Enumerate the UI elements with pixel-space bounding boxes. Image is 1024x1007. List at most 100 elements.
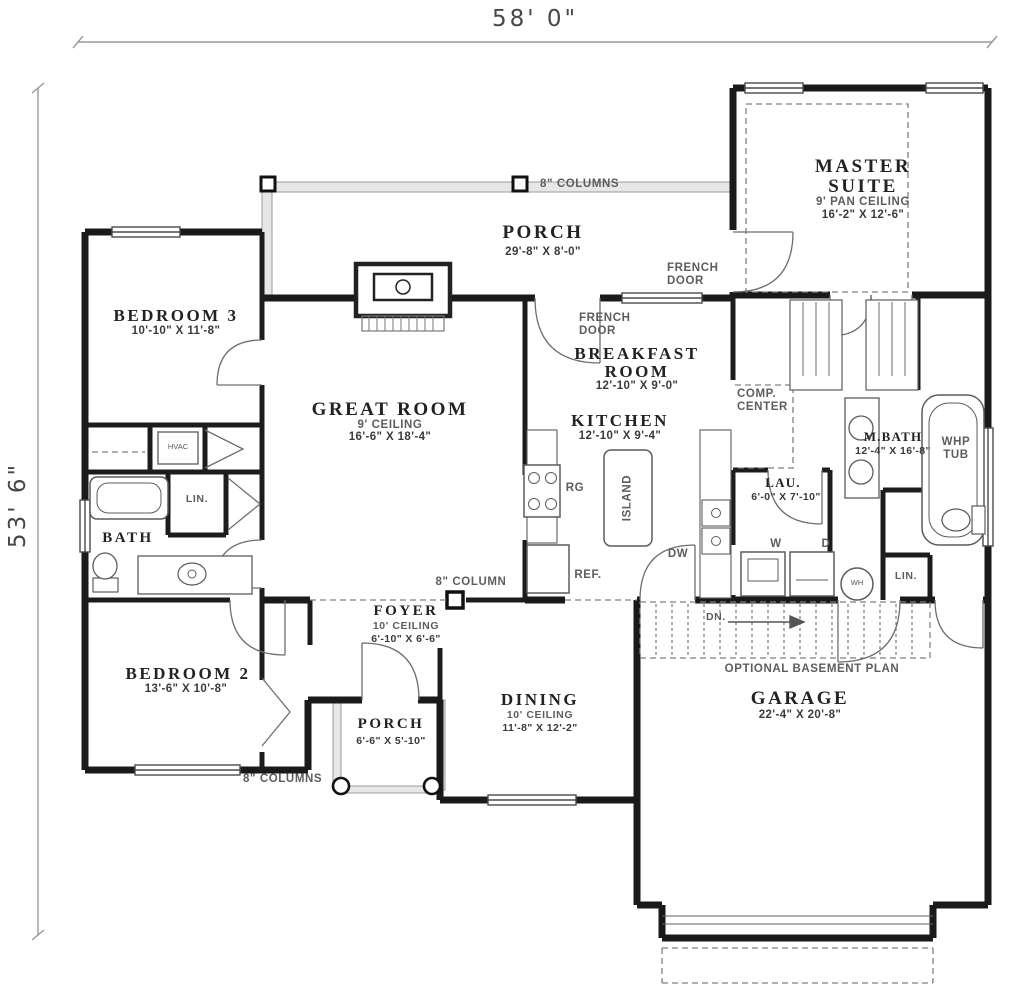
whirlpool-tub [921, 394, 985, 546]
bath-vanity [137, 555, 253, 595]
master-vanity [844, 397, 880, 499]
garage-label: GARAGE [750, 688, 850, 709]
down-label: DN. [706, 611, 726, 623]
kitchen-label: KITCHEN [571, 411, 669, 430]
range-label: RG [565, 482, 585, 494]
washer [740, 551, 786, 597]
master-suite-ceiling: 9' PAN CEILING [816, 196, 910, 208]
refrigerator [526, 544, 570, 594]
foyer-size: 6'-10" X 6'-6" [371, 633, 441, 645]
overall-depth-dimension: 53' 6" [4, 461, 31, 549]
bedroom2-size: 13'-6" X 10'-8" [144, 683, 228, 695]
french-door-2-line2: DOOR [579, 325, 616, 338]
breakfast-french-door [534, 297, 601, 364]
linen-master-label: LIN. [894, 570, 918, 582]
overall-width-dimension: 58' 0" [491, 6, 579, 32]
breakfast-label-2: ROOM [604, 362, 670, 381]
bedroom3-label: BEDROOM 3 [113, 306, 239, 325]
master-suite-label-1: MASTER [814, 156, 912, 177]
down-arrow [728, 614, 806, 630]
breakfast-size: 12'-10" X 9'-0" [595, 380, 679, 392]
garage-door [662, 915, 933, 925]
dimension-lines [31, 35, 998, 941]
french-door-2-line1: FRENCH [579, 312, 631, 324]
bedroom3-door [216, 339, 263, 386]
hvac-bifold [204, 429, 245, 469]
foyer-label: FOYER [373, 603, 439, 619]
great-room-size: 16'-6" X 18'-4" [348, 431, 432, 443]
laundry-door [767, 469, 823, 525]
comp-center-note: COMP.CENTER [737, 388, 788, 414]
dining-label: DINING [500, 690, 580, 709]
basement-stairs [639, 601, 931, 659]
bedroom2-closet-bifold [261, 677, 291, 747]
porch-front-size: 29'-8" X 8'-0" [505, 246, 581, 258]
columns-bottom-note: 8" COLUMNS [243, 773, 323, 785]
kitchen-size: 12'-10" X 9'-4" [578, 430, 662, 442]
island-label: ISLAND [621, 474, 634, 522]
french-door-1-line1: FRENCH [667, 262, 719, 274]
kitchen-sink [701, 499, 731, 555]
comp-center-line1: COMP. [737, 388, 777, 400]
windows [79, 82, 994, 806]
foyer-ceiling: 10' CEILING [372, 620, 440, 632]
porch-entry-label: PORCH [357, 716, 425, 732]
master-bath-label: M.BATH [863, 429, 923, 444]
range [523, 464, 561, 518]
optional-basement-note: OPTIONAL BASEMENT PLAN [724, 663, 900, 675]
master-closet-left [789, 299, 843, 391]
laundry-label: LAU. [765, 475, 801, 490]
fixtures [89, 299, 986, 925]
kitchen-hall-door [639, 544, 696, 601]
porch-entry-size: 6'-6" X 5'-10" [356, 735, 426, 747]
water-heater [840, 567, 874, 601]
door-arcs [204, 231, 984, 747]
bedroom3-size: 10'-10" X 11'-8" [131, 325, 221, 337]
toilet-master [941, 505, 986, 535]
front-door [361, 642, 420, 701]
french-door-1-line2: DOOR [667, 275, 704, 288]
comp-center-line2: CENTER [737, 401, 788, 414]
porch-front-label: PORCH [502, 222, 584, 243]
master-suite-size: 16'-2" X 12'-6" [821, 209, 905, 221]
water-heater-label: WH [850, 578, 864, 587]
refrigerator-label: REF. [574, 569, 602, 581]
bedroom2-door [229, 599, 286, 656]
comp-center-nook [735, 384, 794, 469]
dryer [789, 551, 835, 597]
fireplace [353, 261, 453, 332]
bedroom2-label: BEDROOM 2 [125, 664, 251, 683]
linen-bifold [227, 477, 262, 531]
dining-ceiling: 10' CEILING [506, 709, 574, 721]
whp-tub-line2: TUB [943, 449, 969, 462]
pan-ceiling-outline [745, 103, 909, 293]
whp-tub-line1: WHP [941, 436, 971, 448]
master-bath-size: 12'-4" X 16'-8" [855, 445, 931, 457]
master-closet-right [865, 299, 919, 391]
columns-top-note: 8" COLUMNS [540, 178, 620, 190]
garage-apron [661, 947, 934, 984]
great-room-ceiling: 9' CEILING [357, 419, 423, 431]
stair-hall-door [837, 599, 901, 663]
laundry-size: 6'-0" X 7'-10" [751, 491, 821, 503]
toilet-hall-door [934, 599, 984, 649]
column-single-note: 8" COLUMN [435, 576, 507, 588]
garage-size: 22'-4" X 20'-8" [758, 709, 842, 721]
porch-columns [259, 175, 529, 796]
interior-walls [85, 232, 933, 770]
dishwasher-label: DW [667, 548, 689, 560]
toilet-hall-bath [92, 552, 119, 593]
hvac-label: HVAC [167, 442, 189, 451]
master-suite-label-2: SUITE [828, 176, 898, 197]
kitchen-island [603, 449, 653, 547]
hvac-unit [157, 431, 199, 465]
dining-size: 11'-8" X 12'-2" [502, 722, 578, 734]
breakfast-label-1: BREAKFAST [574, 344, 700, 363]
washer-label: W [770, 538, 782, 550]
dryer-label: D [821, 538, 831, 550]
